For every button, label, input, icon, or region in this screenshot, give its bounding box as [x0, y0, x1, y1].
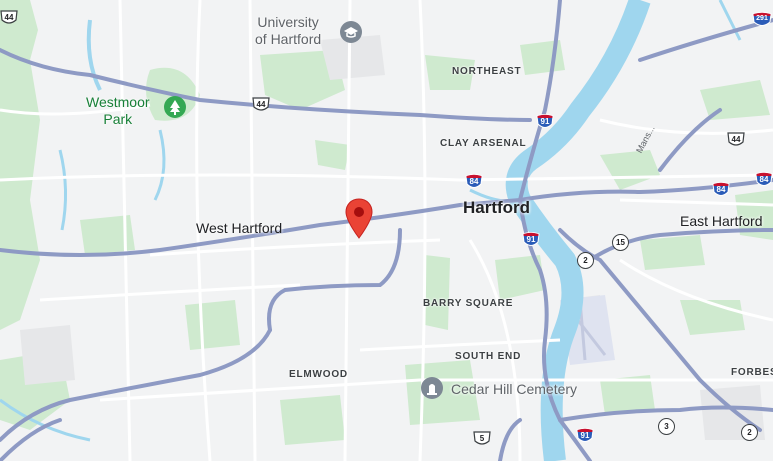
university-label-text: University of Hartford — [255, 14, 322, 47]
westmoor-park-label[interactable]: Westmoor Park — [86, 94, 150, 128]
interstate-shield-icon — [536, 114, 554, 128]
us44-center-number: 44 — [256, 100, 266, 109]
westmoor-park-label-text: Westmoor Park — [86, 94, 150, 127]
us-shield-icon — [0, 10, 18, 24]
i91-north-number: 91 — [540, 117, 550, 126]
i91-shield-south: 91 — [576, 427, 594, 445]
park-tree-icon-glyph — [170, 100, 180, 115]
forbes-label: FORBES — [731, 367, 773, 378]
i84-west-number: 84 — [469, 177, 479, 186]
interstate-shield-icon — [712, 182, 730, 196]
i84-shield-west: 84 — [465, 173, 483, 191]
us44-right-number: 44 — [731, 135, 741, 144]
cemetery-icon[interactable] — [421, 377, 443, 399]
ct2-shield-center: 2 — [577, 252, 594, 269]
ct15-number: 15 — [616, 238, 625, 247]
clay-arsenal-label: CLAY ARSENAL — [440, 138, 527, 149]
ct3-number: 3 — [664, 422, 669, 431]
us5-shield: 5 — [473, 430, 491, 448]
us-shield-icon — [473, 431, 491, 445]
us44-left-number: 44 — [4, 13, 14, 22]
i291-shield: 291 — [752, 11, 772, 29]
northeast-label: NORTHEAST — [452, 66, 522, 77]
interstate-shield-icon — [576, 428, 594, 442]
park-tree-icon[interactable] — [164, 96, 186, 118]
interstate-shield-icon — [755, 172, 773, 186]
school-icon-glyph — [344, 27, 358, 38]
hartford-label[interactable]: Hartford — [463, 198, 531, 217]
i84-shield-east: 84 — [712, 181, 730, 199]
us44-shield-right: 44 — [727, 131, 745, 149]
west-hartford-label[interactable]: West Hartford — [196, 220, 283, 236]
cedar-hill-cemetery-label[interactable]: Cedar Hill Cemetery — [451, 381, 578, 397]
us5-number: 5 — [479, 434, 485, 443]
elmwood-label: ELMWOOD — [289, 369, 348, 380]
east-hartford-label[interactable]: East Hartford — [680, 213, 763, 229]
i84-shield-edge: 84 — [755, 171, 773, 189]
interstate-shield-icon — [465, 174, 483, 188]
interstate-shield-icon — [752, 12, 772, 26]
ct3-shield: 3 — [658, 418, 675, 435]
i84-east-number: 84 — [716, 185, 726, 194]
us44-shield-left: 44 — [0, 9, 18, 27]
south-end-label: SOUTH END — [455, 351, 522, 362]
ct2-center-number: 2 — [583, 256, 588, 265]
ct2-shield-right: 2 — [741, 424, 758, 441]
us44-shield-center: 44 — [252, 96, 270, 114]
school-icon[interactable] — [340, 21, 362, 43]
park-areas — [0, 0, 773, 445]
university-label[interactable]: University of Hartford — [255, 14, 321, 48]
i91-south-number: 91 — [580, 431, 590, 440]
ct15-shield: 15 — [612, 234, 629, 251]
us-shield-icon — [727, 132, 745, 146]
us-shield-icon — [252, 97, 270, 111]
cemetery-icon-glyph — [427, 384, 437, 395]
location-pin-icon[interactable] — [344, 198, 374, 240]
i91-center-number: 91 — [526, 235, 536, 244]
i91-shield-center: 91 — [522, 231, 540, 249]
ct2-right-number: 2 — [747, 428, 752, 437]
i291-number: 291 — [756, 15, 768, 22]
i84-edge-number: 84 — [759, 175, 769, 184]
interstate-shield-icon — [522, 232, 540, 246]
i91-shield-north: 91 — [536, 113, 554, 131]
barry-square-label: BARRY SQUARE — [423, 298, 514, 309]
